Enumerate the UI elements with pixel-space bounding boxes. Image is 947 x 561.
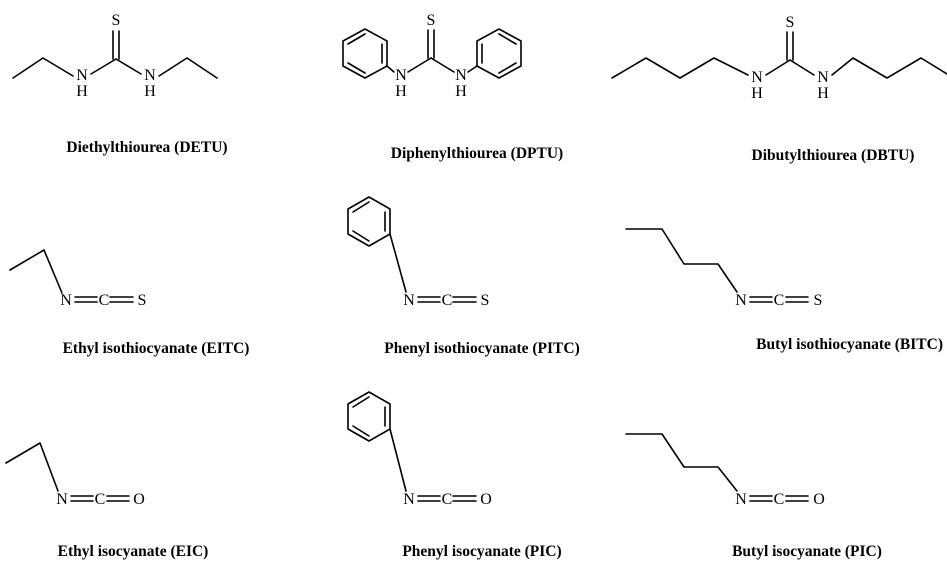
bond-c-n bbox=[789, 59, 815, 76]
molecule-pitc: N C S Phenyl isothiocyanate (PITC) bbox=[347, 196, 580, 357]
atom-c: C bbox=[442, 292, 453, 309]
bond-ring-n bbox=[389, 428, 407, 492]
bond-butyl-right bbox=[831, 57, 947, 79]
molecule-dbtu: S N H N H Dibutylthiourea (DBTU) bbox=[611, 14, 947, 164]
bond-n-c bbox=[90, 58, 117, 75]
atom-s: S bbox=[138, 292, 147, 309]
bond-ring-n bbox=[389, 233, 407, 293]
atom-n: N bbox=[403, 292, 415, 309]
atom-n: N bbox=[56, 491, 68, 508]
atom-o: O bbox=[133, 491, 145, 508]
atom-h: H bbox=[817, 85, 829, 102]
benzene-ring bbox=[347, 391, 391, 442]
atom-c: C bbox=[442, 491, 453, 508]
atom-n: N bbox=[455, 67, 467, 84]
molecule-dptu: S N H N H Diphenylthiourea (DPTU) bbox=[342, 12, 563, 162]
molecule-bic: N C O Butyl isocyanate (PIC) bbox=[625, 433, 882, 560]
bond-ethyl-right bbox=[158, 57, 218, 79]
bond-butyl bbox=[625, 228, 738, 293]
atom-s: S bbox=[786, 14, 795, 31]
atom-s: S bbox=[814, 292, 823, 309]
atom-c: C bbox=[99, 292, 110, 309]
atom-h: H bbox=[76, 83, 88, 100]
atom-o: O bbox=[480, 491, 492, 508]
atom-h: H bbox=[455, 83, 467, 100]
atom-s: S bbox=[112, 12, 121, 29]
atom-c: C bbox=[774, 491, 785, 508]
atom-s: S bbox=[481, 292, 490, 309]
bond-n-c bbox=[765, 59, 791, 76]
atom-n: N bbox=[751, 69, 763, 86]
bond-ethyl-left bbox=[12, 57, 74, 79]
bond-c-n bbox=[430, 57, 455, 73]
atom-n: N bbox=[817, 69, 829, 86]
caption-eic: Ethyl isocyanate (EIC) bbox=[58, 543, 209, 560]
atom-s: S bbox=[427, 12, 436, 29]
caption-dbtu: Dibutylthiourea (DBTU) bbox=[752, 147, 915, 164]
caption-pic: Phenyl isocyanate (PIC) bbox=[402, 543, 561, 560]
atom-n: N bbox=[76, 67, 88, 84]
caption-dptu: Diphenylthiourea (DPTU) bbox=[391, 145, 563, 162]
molecule-eic: N C O Ethyl isocyanate (EIC) bbox=[5, 442, 209, 560]
bond-n-ring bbox=[467, 65, 478, 73]
bond-butyl bbox=[625, 433, 738, 492]
atom-h: H bbox=[144, 83, 156, 100]
caption-bitc: Butyl isothiocyanate (BITC) bbox=[756, 336, 943, 353]
atom-h: H bbox=[395, 83, 407, 100]
atom-n: N bbox=[735, 292, 747, 309]
atom-c: C bbox=[774, 292, 785, 309]
caption-eitc: Ethyl isothiocyanate (EITC) bbox=[63, 340, 250, 357]
atom-o: O bbox=[813, 491, 825, 508]
caption-bic: Butyl isocyanate (PIC) bbox=[732, 543, 882, 560]
bond-ethyl bbox=[5, 442, 59, 492]
atom-h: H bbox=[751, 85, 763, 102]
caption-detu: Diethylthiourea (DETU) bbox=[66, 139, 227, 156]
bond-ring-n bbox=[386, 65, 395, 73]
molecule-detu: S N H N H Diethylthiourea (DETU) bbox=[12, 12, 228, 156]
bond-c-n bbox=[115, 58, 142, 75]
benzene-ring-left bbox=[342, 28, 388, 79]
atom-c: C bbox=[95, 491, 106, 508]
bond-n-c bbox=[407, 57, 432, 73]
molecule-eitc: N C S Ethyl isothiocyanate (EITC) bbox=[9, 249, 250, 357]
molecule-pic: N C O Phenyl isocyanate (PIC) bbox=[347, 391, 562, 560]
atom-n: N bbox=[403, 491, 415, 508]
atom-n: N bbox=[60, 292, 72, 309]
benzene-ring-right bbox=[476, 28, 522, 79]
caption-pitc: Phenyl isothiocyanate (PITC) bbox=[384, 340, 579, 357]
molecule-bitc: N C S Butyl isothiocyanate (BITC) bbox=[625, 228, 943, 353]
benzene-ring bbox=[347, 196, 391, 247]
atom-n: N bbox=[144, 67, 156, 84]
bond-ethyl bbox=[9, 249, 63, 294]
atom-n: N bbox=[735, 491, 747, 508]
atom-n: N bbox=[395, 67, 407, 84]
bond-butyl-left bbox=[611, 57, 749, 79]
